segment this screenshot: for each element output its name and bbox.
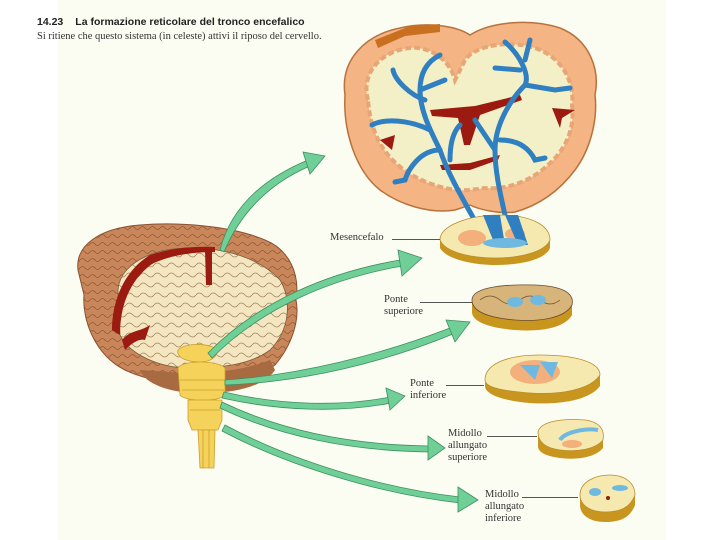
arrow-to-mesencefalo — [207, 249, 423, 359]
slice-ponte-inferiore — [484, 354, 601, 404]
arrow-to-ponte-inferiore — [221, 387, 406, 411]
cortex-surface-edge — [375, 24, 440, 48]
midbrain — [177, 344, 217, 363]
arrow-to-midollo-inferiore — [221, 424, 479, 513]
central-sulcus — [205, 250, 212, 285]
label-ponte-superiore: Ponte superiore — [384, 294, 424, 317]
label-midollo-inferiore: Midollo allungato inferiore — [485, 489, 525, 524]
slice-ponte-superiore — [471, 284, 573, 331]
leader-line-midollo-inferiore — [522, 497, 578, 498]
leader-line-midollo-superiore — [487, 436, 537, 437]
slice-midollo-superiore — [537, 419, 604, 459]
medulla — [187, 399, 223, 431]
slice-mesencefalo — [439, 214, 551, 265]
figure-description: Si ritiene che questo sistema (in celest… — [37, 31, 322, 42]
pons — [177, 361, 226, 401]
figure-title: La formazione reticolare del tronco ence… — [75, 16, 305, 28]
label-ponte-inferiore: Ponte inferiore — [410, 378, 447, 401]
label-midollo-superiore: Midollo allungato superiore — [448, 428, 488, 463]
arrow-to-ponte-superiore — [224, 319, 471, 386]
medial-gyri — [118, 248, 288, 368]
third-ventricle — [440, 155, 500, 170]
reticular-projections — [369, 37, 573, 243]
arrows — [207, 151, 479, 513]
ventricle-horn-right — [552, 108, 575, 128]
label-mesencefalo: Mesencefalo — [330, 232, 384, 243]
ventricle-horn-left — [380, 135, 395, 150]
lateral-brain — [77, 223, 298, 469]
spinal-cord — [197, 429, 216, 469]
leader-line-ponte-inferiore — [446, 385, 484, 386]
corpus-callosum-sulcus — [112, 246, 215, 335]
leader-line-mesencefalo — [392, 239, 440, 240]
coronal-brain-section — [343, 21, 597, 243]
lateral-sulcus — [122, 325, 150, 350]
arrow-to-midollo-superiore — [219, 401, 446, 461]
figure-number: 14.23 — [37, 16, 64, 28]
figure-caption: 14.23 La formazione reticolare del tronc… — [37, 12, 347, 43]
leader-line-ponte-superiore — [420, 302, 472, 303]
slice-midollo-inferiore — [579, 474, 636, 522]
arrow-to-cortex — [219, 151, 326, 253]
